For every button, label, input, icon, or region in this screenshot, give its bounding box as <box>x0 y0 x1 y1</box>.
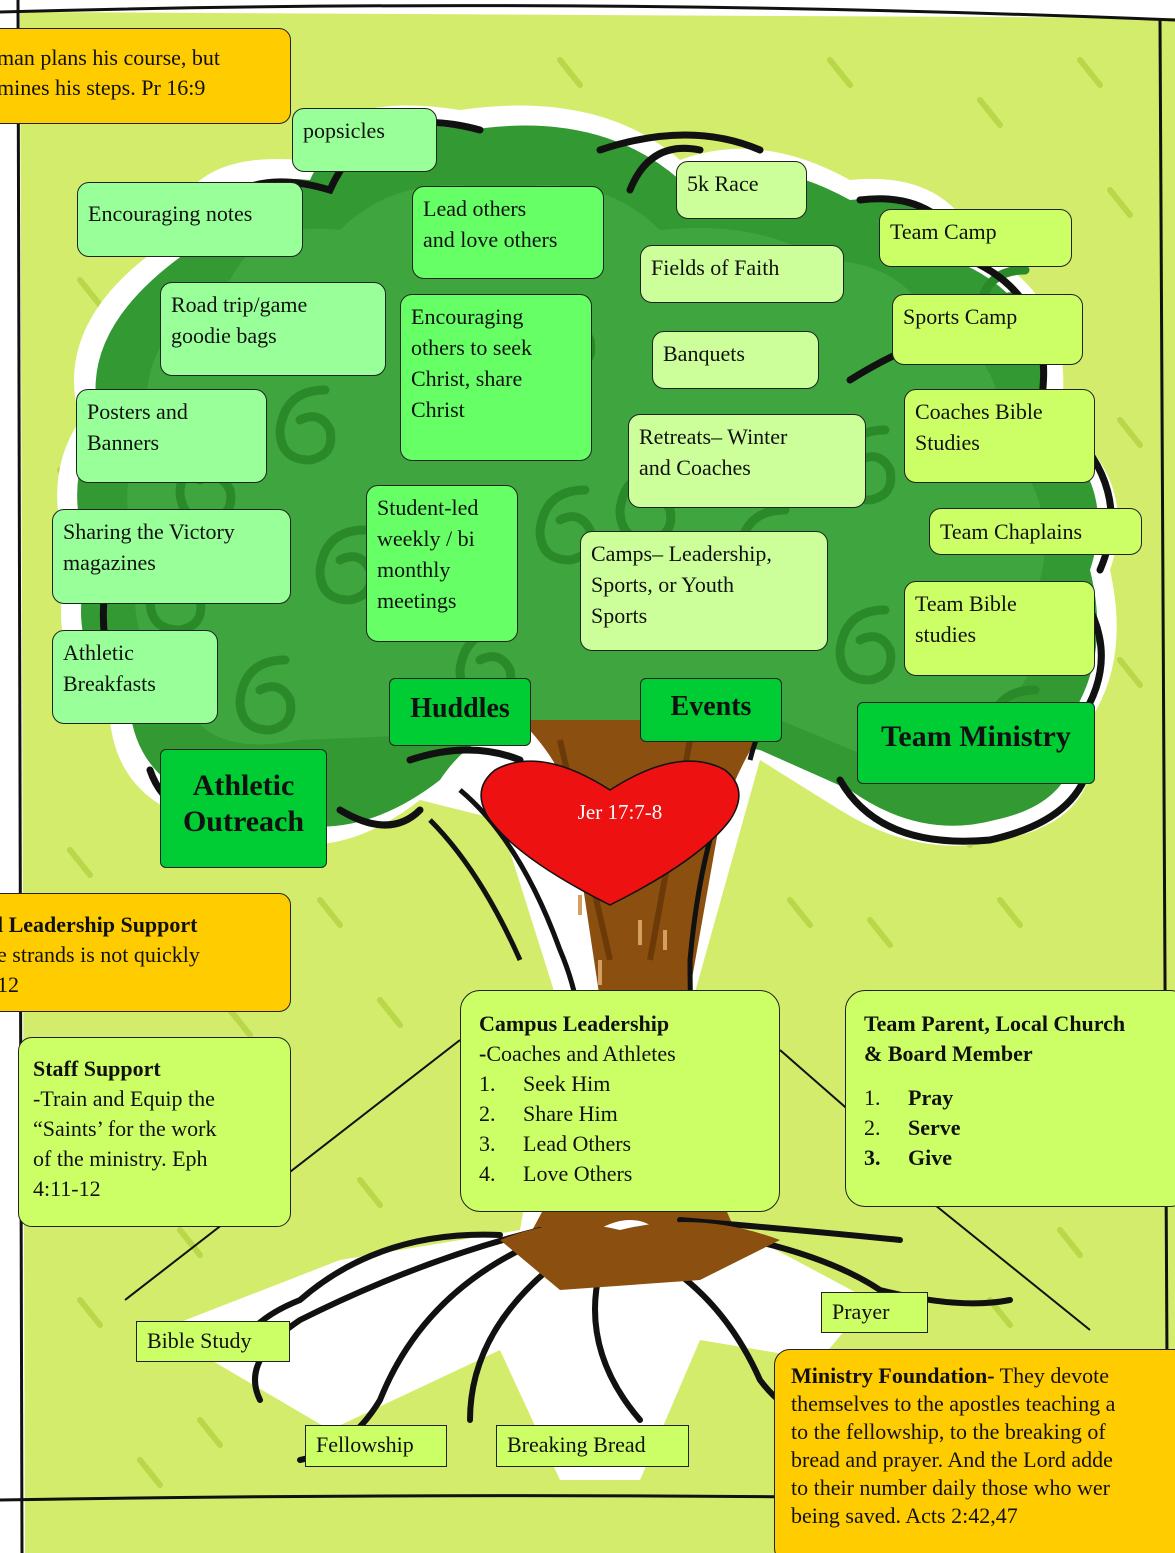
leaf-retreats: Retreats– Winter and Coaches <box>628 414 866 508</box>
leaf-popsicles: popsicles <box>292 108 437 172</box>
leaf-posters-banners: Posters and Banners <box>76 389 267 483</box>
team-parent-list: 1.Pray 2.Serve 3.Give <box>864 1083 1171 1173</box>
root-breaking-bread: Breaking Bread <box>496 1425 689 1467</box>
leaf-coaches-bible-studies: Coaches Bible Studies <box>904 389 1095 483</box>
leaf-team-bible-studies: Team Bible studies <box>904 581 1095 676</box>
ministry-foundation-box: Ministry Foundation- They devote themsel… <box>774 1349 1175 1553</box>
campus-leadership-subtitle: -Coaches and Athletes <box>479 1041 676 1066</box>
campus-leadership-box: Campus Leadership -Coaches and Athletes … <box>460 990 780 1212</box>
root-fellowship: Fellowship <box>305 1425 447 1467</box>
list-item: 3.Give <box>864 1145 952 1170</box>
leaf-sports-camp: Sports Camp <box>892 294 1083 365</box>
leadership-support-body: e strands is not quickly 12 <box>0 942 200 997</box>
list-item: 2.Serve <box>864 1115 961 1140</box>
list-item: 2.Share Him <box>479 1101 618 1126</box>
heart-verse: Jer 17:7-8 <box>577 800 663 824</box>
quote-top: man plans his course, but mines his step… <box>0 28 291 124</box>
leaf-banquets: Banquets <box>652 331 819 389</box>
ministry-foundation-body: They devote themselves to the apostles t… <box>791 1363 1116 1528</box>
leadership-support-title: l Leadership Support <box>0 912 198 937</box>
list-item: 4.Love Others <box>479 1161 633 1186</box>
list-item: 1.Pray <box>864 1085 954 1110</box>
leaf-team-chaplains: Team Chaplains <box>929 508 1142 555</box>
staff-support-body: -Train and Equip the “Saints’ for the wo… <box>33 1086 217 1201</box>
leaf-fields-of-faith: Fields of Faith <box>640 245 844 303</box>
team-parent-title: Team Parent, Local Church & Board Member <box>864 1011 1126 1066</box>
root-prayer: Prayer <box>821 1292 928 1333</box>
ministry-foundation-title: Ministry Foundation- <box>791 1363 995 1388</box>
leaf-camps: Camps– Leadership, Sports, or Youth Spor… <box>580 531 828 651</box>
list-item: 3.Lead Others <box>479 1131 632 1156</box>
leaf-student-led: Student-led weekly / bi monthly meetings <box>366 485 518 642</box>
category-events: Events <box>640 678 782 742</box>
campus-leadership-title: Campus Leadership <box>479 1011 670 1036</box>
leaf-encouraging-others: Encouraging others to seek Christ, share… <box>400 294 592 461</box>
leaf-team-camp: Team Camp <box>879 209 1072 267</box>
list-item: 1.Seek Him <box>479 1071 611 1096</box>
leaf-encouraging-notes: Encouraging notes <box>77 182 303 257</box>
staff-support-box: Staff Support -Train and Equip the “Sain… <box>18 1037 291 1227</box>
category-huddles: Huddles <box>389 678 531 746</box>
category-team-ministry: Team Ministry <box>857 702 1095 784</box>
leaf-5k-race: 5k Race <box>676 161 807 219</box>
leaf-lead-others: Lead others and love others <box>412 186 604 279</box>
team-parent-box: Team Parent, Local Church & Board Member… <box>845 990 1175 1207</box>
leadership-support-box: l Leadership Support e strands is not qu… <box>0 893 291 1012</box>
leaf-athletic-breakfasts: Athletic Breakfasts <box>52 630 218 724</box>
category-athletic-outreach: Athletic Outreach <box>160 749 327 868</box>
staff-support-title: Staff Support <box>33 1056 161 1081</box>
leaf-sharing-victory: Sharing the Victory magazines <box>52 509 291 604</box>
campus-leadership-list: 1.Seek Him 2.Share Him 3.Lead Others 4.L… <box>479 1069 761 1189</box>
root-bible-study: Bible Study <box>136 1321 290 1362</box>
leaf-road-trip: Road trip/game goodie bags <box>160 282 386 376</box>
